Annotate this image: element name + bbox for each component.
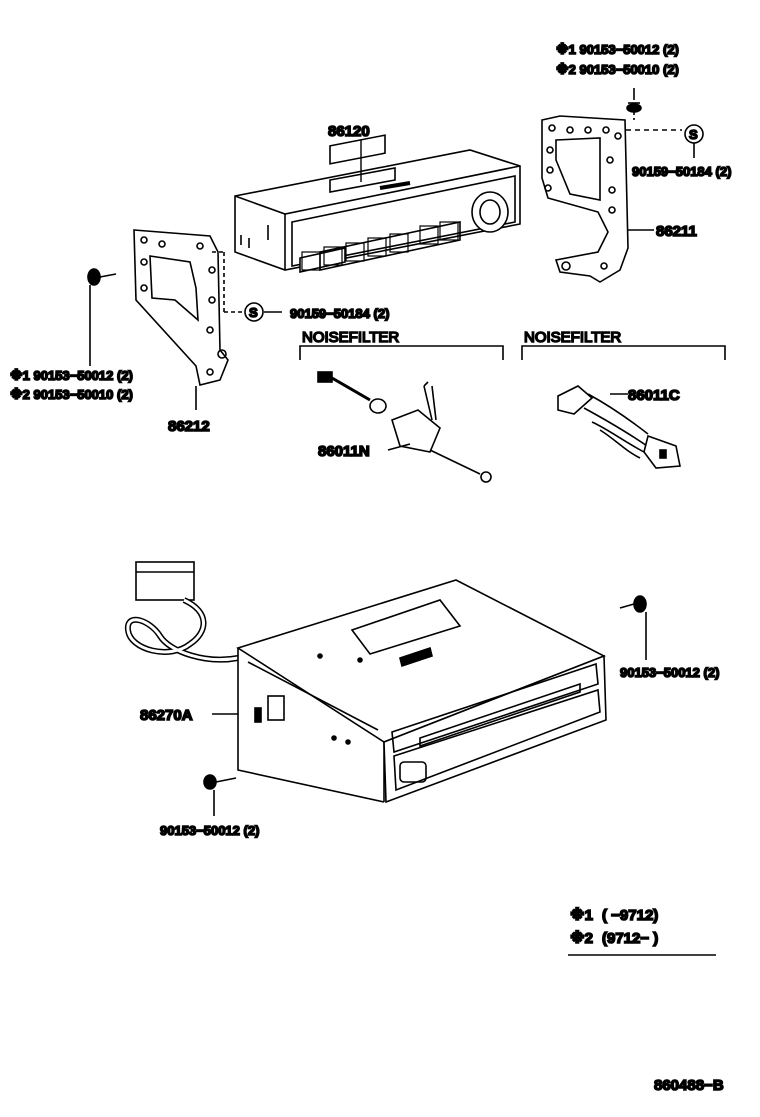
right-screw-note-2: ※2 90153−50010 (2) <box>556 62 679 77</box>
diagram-id: 860488−B <box>654 1077 724 1094</box>
noisefilter-right-title: NOISEFILTER <box>524 329 621 346</box>
screw-cd-bottom <box>203 774 237 816</box>
noisefilter-left-title: NOISEFILTER <box>302 329 399 346</box>
left-screw-note-1: ※1 90153−50012 (2) <box>10 368 133 383</box>
legend-row2-mark: ※2 <box>570 929 593 947</box>
radio-head-unit <box>234 134 521 273</box>
legend-row2-range: (9712− ) <box>602 930 658 947</box>
right-bracket-part-number: 86211 <box>656 223 697 240</box>
cd-screw-right-label: 90153−50012 (2) <box>620 665 719 680</box>
radio-buttons <box>301 221 459 271</box>
left-bracket <box>133 229 229 410</box>
s-symbol-icon-left: S <box>244 302 264 322</box>
legend-row1-range: ( −9712) <box>602 907 658 924</box>
right-bracket-screw: 90159−50184 (2) <box>632 164 731 179</box>
cd-changer-part-number: 86270A <box>140 707 193 724</box>
screw-cd-right <box>619 595 647 660</box>
cd-changer <box>125 561 607 804</box>
volume-knob <box>471 191 509 233</box>
s-symbol-icon-right: S <box>684 124 704 144</box>
radio-part-number: 86120 <box>328 123 370 140</box>
legend: ※1 ( −9712) ※2 (9712− ) <box>568 905 716 956</box>
svg-text:S: S <box>249 305 258 320</box>
screw-left <box>87 268 117 366</box>
svg-text:S: S <box>689 127 698 142</box>
right-bracket <box>541 115 654 283</box>
cd-screw-bottom-label: 90153−50012 (2) <box>160 823 259 838</box>
right-screw-note-1: ※1 90153−50012 (2) <box>556 42 679 57</box>
noisefilter-n-part-number: 86011N <box>318 443 370 460</box>
left-bracket-part-number: 86212 <box>168 418 210 435</box>
noise-filter-c <box>557 385 681 469</box>
noisefilter-c-part-number: 86011C <box>628 387 680 404</box>
legend-row1-mark: ※1 <box>570 906 593 924</box>
noise-filter-n <box>317 371 492 483</box>
left-bracket-screw: 90159−50184 (2) <box>290 306 389 321</box>
screw-right-top <box>626 88 642 120</box>
left-screw-note-2: ※2 90153−50010 (2) <box>10 387 133 402</box>
